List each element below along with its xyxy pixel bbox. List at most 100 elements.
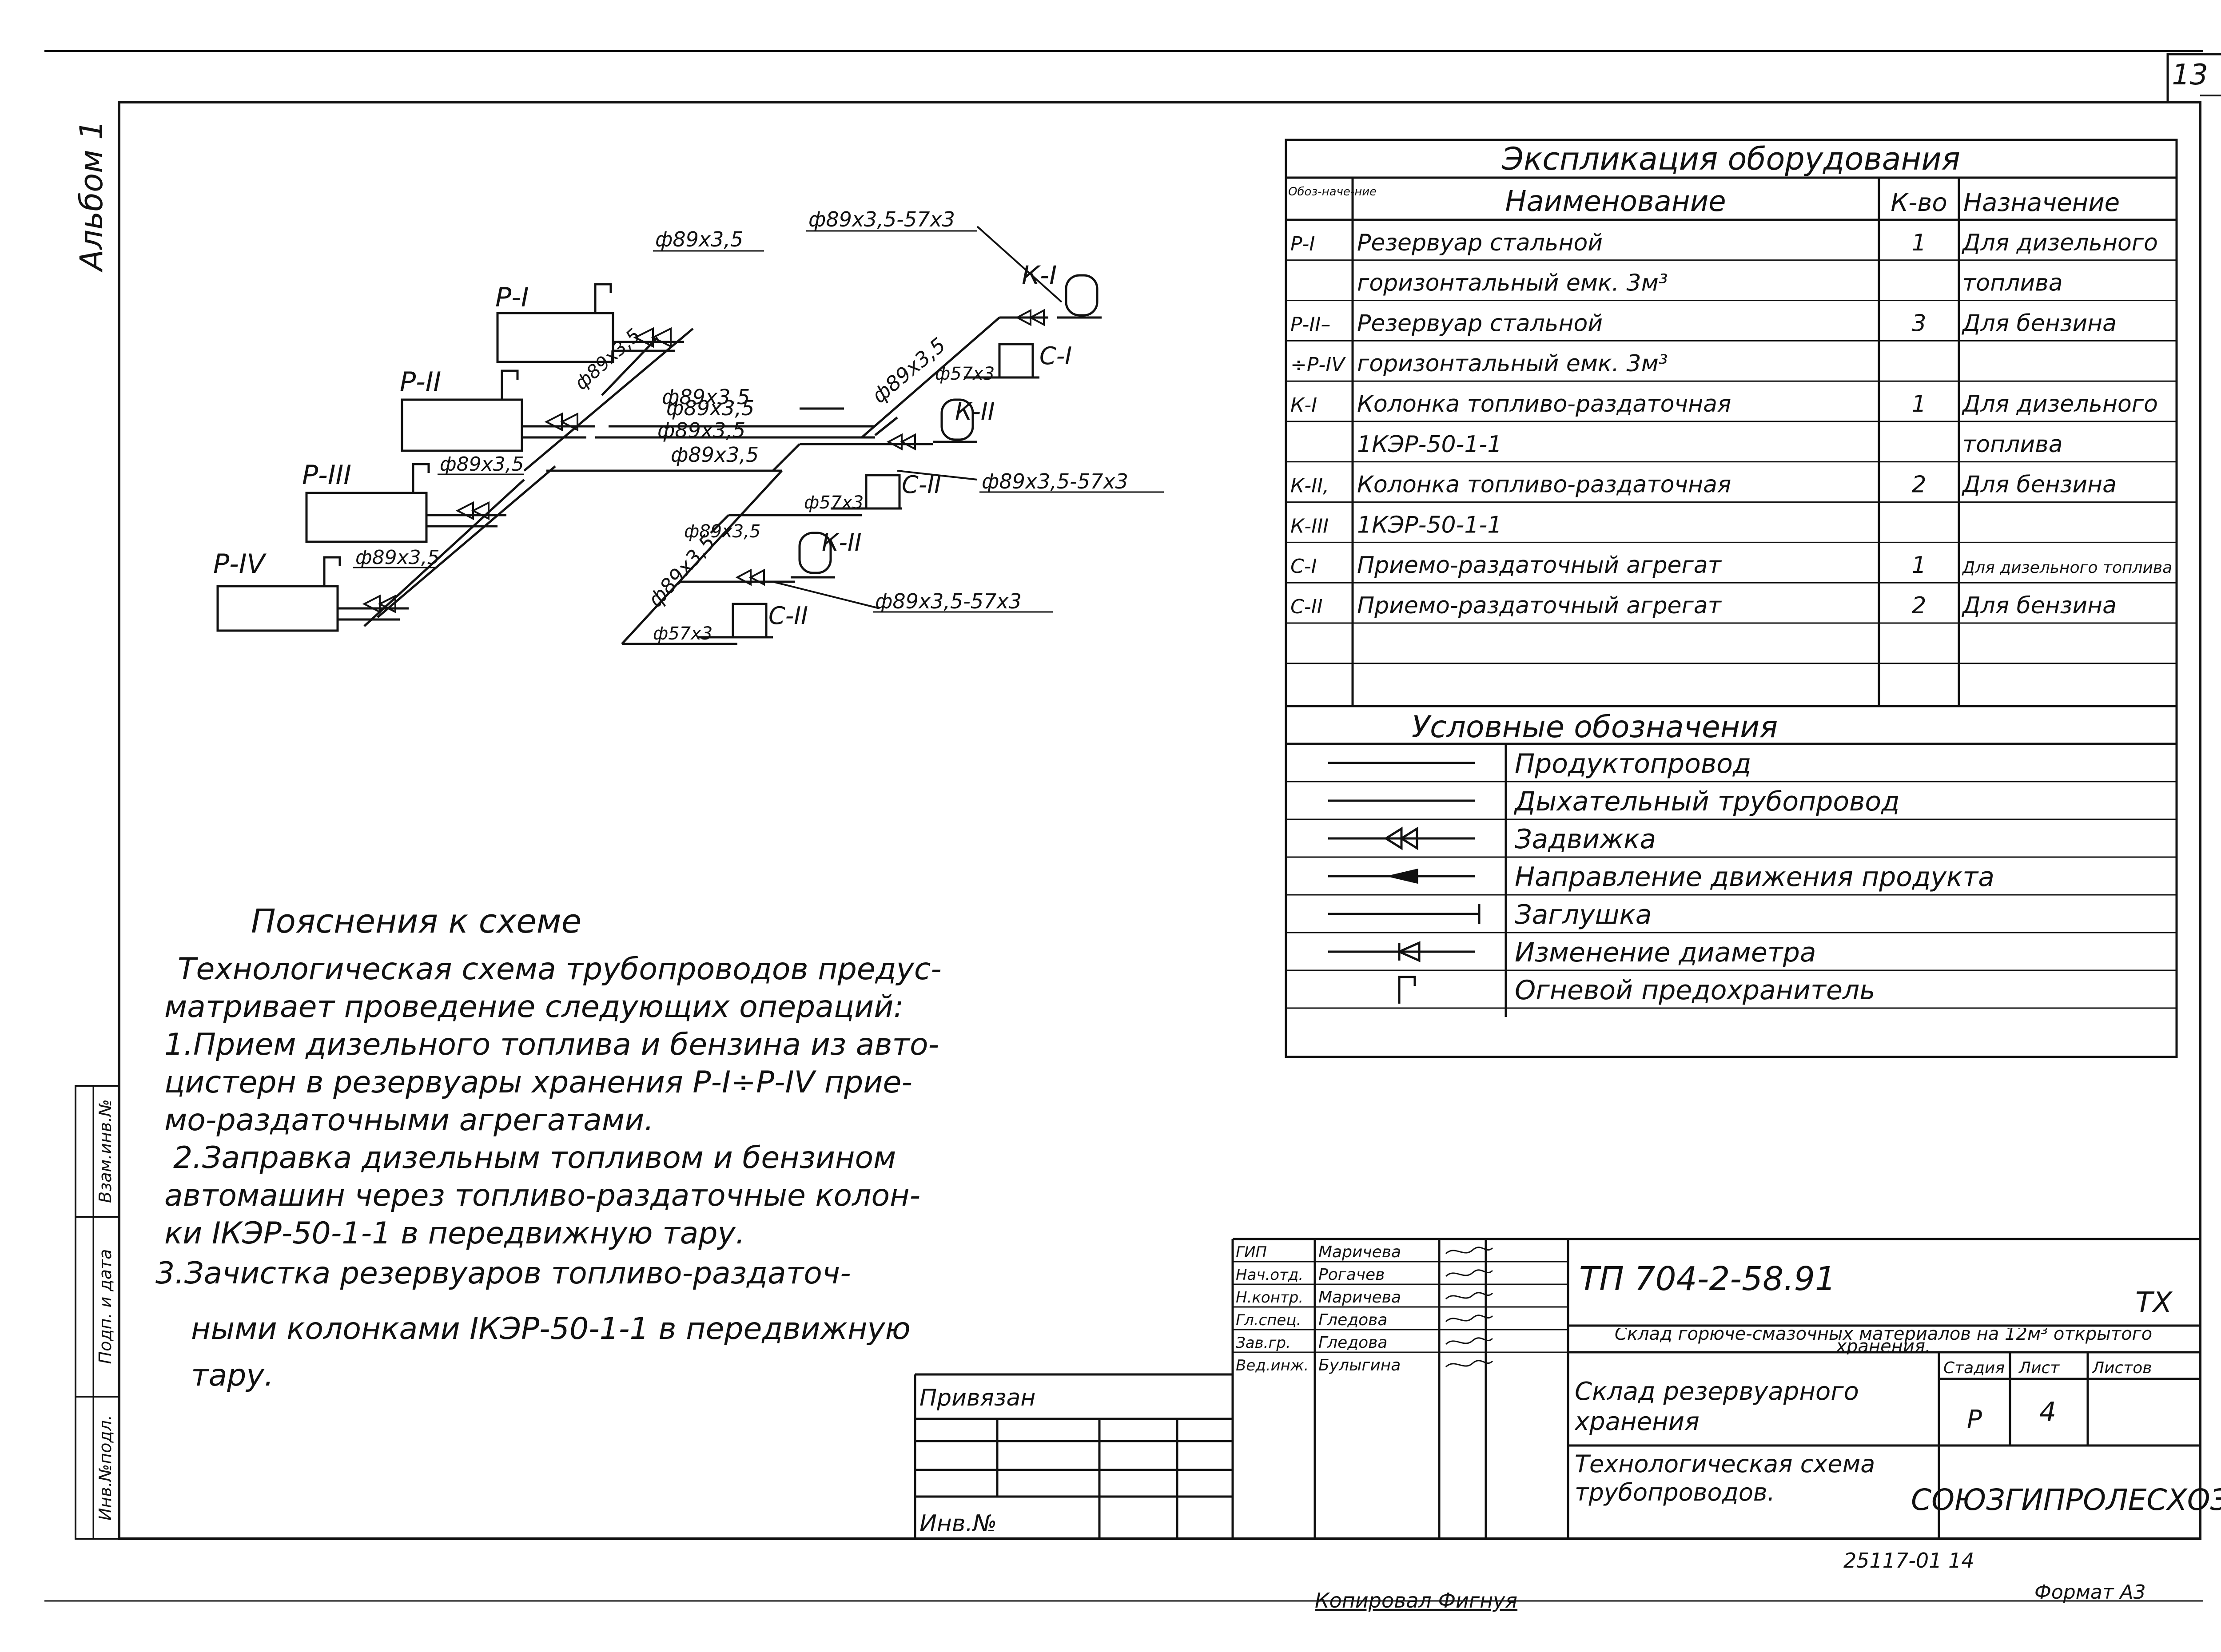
tb-mark: ТХ bbox=[2135, 1287, 2173, 1319]
tb-role: Вед.инж. bbox=[1236, 1357, 1309, 1374]
explication-cell: 2 bbox=[1911, 592, 1926, 619]
dim-d1: ф89х3,5 bbox=[655, 227, 743, 251]
label-p3: Р-III bbox=[302, 460, 351, 491]
tb-role: Н.контр. bbox=[1236, 1289, 1303, 1307]
dim-d17: ф89х3,5 bbox=[684, 521, 760, 542]
legend-symbol-flow-arrow bbox=[1390, 868, 1418, 884]
footer-order: 25117-01 14 bbox=[1843, 1549, 1974, 1573]
dim-d13: ф89х3,5 bbox=[643, 530, 720, 612]
col-header-name: Наименование bbox=[1505, 185, 1726, 218]
explication-cell: К-II, bbox=[1290, 475, 1329, 497]
dim-d6: ф89х3,5 bbox=[671, 443, 759, 467]
legend-item-label: Изменение диаметра bbox=[1515, 937, 1816, 968]
explication-cell: горизонтальный емк. 3м³ bbox=[1357, 350, 1668, 377]
legend-item-label: Огневой предохранитель bbox=[1515, 975, 1875, 1006]
col-header-designation: Обоз-наче-ние bbox=[1288, 185, 1377, 199]
explication-cell: 1КЭР-50-1-1 bbox=[1357, 512, 1502, 538]
signature-icon bbox=[1445, 1247, 1493, 1255]
notes-line-3: 1.Прием дизельного топлива и бензина из … bbox=[164, 1027, 939, 1062]
tank-p4 bbox=[216, 585, 339, 632]
footer-copied: Копировал Фигнуя bbox=[1315, 1588, 1517, 1612]
explication-cell: Приемо-раздаточный агрегат bbox=[1357, 552, 1722, 579]
footer-format: Формат А3 bbox=[2034, 1581, 2146, 1604]
legend-symbol-diameter-change bbox=[1396, 941, 1421, 962]
explication-cell: Резервуар стальной bbox=[1357, 310, 1603, 337]
notes-line-5: мо-раздаточными агрегатами. bbox=[164, 1103, 654, 1138]
label-p1: Р-I bbox=[495, 282, 529, 313]
dim-d11: ф57х3 bbox=[935, 364, 995, 384]
stamp-podp-data: Подп. и дата bbox=[96, 1249, 115, 1364]
explication-cell: Для бензина bbox=[1962, 310, 2117, 337]
explication-cell: Резервуар стальной bbox=[1357, 230, 1603, 256]
tb-privyazan: Привязан bbox=[919, 1385, 1035, 1411]
tb-sheets-h: Листов bbox=[2091, 1359, 2152, 1377]
tb-drawing: Технологическая схема трубопроводов. bbox=[1575, 1450, 1875, 1506]
explication-cell: Р-II– bbox=[1290, 313, 1330, 336]
explication-cell: С-II bbox=[1290, 596, 1323, 618]
notes-line-4: цистерн в резервуары хранения Р-I÷Р-IV п… bbox=[164, 1065, 912, 1100]
dim-d14: ф89х3,5-57х3 bbox=[875, 589, 1022, 613]
tb-stage: Р bbox=[1967, 1405, 1982, 1434]
label-p4: Р-IV bbox=[213, 548, 267, 580]
explication-cell: Колонка топливо-раздаточная bbox=[1357, 472, 1731, 498]
scheme-notes: Пояснения к схеме Технологическая схема … bbox=[155, 902, 942, 1393]
dim-d3: ф89х3,5 bbox=[570, 324, 645, 394]
legend-item-label: Заглушка bbox=[1515, 899, 1652, 930]
signature-icon bbox=[1445, 1360, 1493, 1368]
notes-line-8: ки IКЭР-50-1-1 в передвижную тару. bbox=[164, 1216, 745, 1251]
tb-stage-h: Стадия bbox=[1943, 1359, 2005, 1377]
explication-cell: 3 bbox=[1911, 310, 1926, 337]
signature-icon bbox=[1445, 1314, 1493, 1322]
tb-building: Склад резервуарного хранения bbox=[1575, 1377, 1859, 1436]
dim-d16: ф89х3,5 bbox=[662, 385, 750, 409]
tb-org: СОЮЗГИПРОЛЕСХОЗ bbox=[1911, 1483, 2221, 1517]
explication-cell: 2 bbox=[1911, 472, 1926, 498]
signature-icon bbox=[1445, 1269, 1493, 1277]
legend-symbols bbox=[1328, 762, 1481, 1004]
page-number: 13 bbox=[2172, 59, 2208, 91]
dim-d7: ф89х3,5 bbox=[440, 453, 524, 476]
notes-line-2: матривает проведение следующих операций: bbox=[164, 989, 904, 1025]
tank-p2 bbox=[401, 398, 523, 452]
signature-icon bbox=[1445, 1292, 1493, 1300]
tb-doc-code: ТП 704-2-58.91 bbox=[1579, 1260, 1836, 1298]
col-header-qty: К-во bbox=[1891, 188, 1947, 217]
label-c2: С-II bbox=[902, 471, 941, 499]
notes-line-11: тару. bbox=[191, 1358, 274, 1393]
explication-cell: К-I bbox=[1290, 394, 1317, 417]
legend-item-label: Задвижка bbox=[1515, 824, 1656, 855]
explication-cell: К-III bbox=[1290, 515, 1329, 537]
explication-cell: Для дизельного bbox=[1962, 230, 2158, 256]
explication-cell: горизонтальный емк. 3м³ bbox=[1357, 270, 1668, 297]
notes-line-9: 3.Зачистка резервуаров топливо-раздаточ- bbox=[155, 1256, 851, 1291]
explication-cell: Приемо-раздаточный агрегат bbox=[1357, 592, 1722, 619]
notes-line-1: Технологическая схема трубопроводов пред… bbox=[178, 952, 942, 987]
tb-sheet: 4 bbox=[2039, 1397, 2056, 1428]
label-k2: К-II bbox=[955, 397, 995, 425]
explication-cell: С-I bbox=[1290, 555, 1317, 578]
explication-cell: Для бензина bbox=[1962, 472, 2117, 498]
legend-item-label: Дыхательный трубопровод bbox=[1513, 786, 1900, 817]
tb-role: Нач.отд. bbox=[1236, 1266, 1303, 1284]
explication-cell: Р-I bbox=[1290, 233, 1315, 255]
explication-cell: Для бензина bbox=[1962, 592, 2117, 619]
explication-cell: ÷Р-IV bbox=[1290, 353, 1346, 376]
explication-cell: 1 bbox=[1911, 230, 1926, 256]
explication-cell: 1 bbox=[1911, 552, 1926, 579]
explication-cell: Для дизельного bbox=[1962, 391, 2158, 417]
tank-p3 bbox=[305, 492, 428, 543]
dim-d5: ф89х3,5 bbox=[657, 418, 745, 442]
legend-item-label: Продуктопровод bbox=[1515, 748, 1751, 779]
explication-cell: топлива bbox=[1962, 431, 2063, 458]
dim-d10: ф89х3,5-57х3 bbox=[982, 469, 1128, 493]
dim-d15: ф57х3 bbox=[653, 623, 712, 644]
tb-inv: Инв.№ bbox=[919, 1510, 997, 1537]
notes-line-7: автомашин через топливо-раздаточные коло… bbox=[164, 1178, 920, 1213]
explication-cell: топлива bbox=[1962, 270, 2063, 297]
dim-d8: ф89х3,5 bbox=[355, 546, 440, 569]
label-k3: К-II bbox=[822, 528, 862, 556]
label-c3: С-II bbox=[768, 602, 808, 630]
drawing-frame bbox=[118, 101, 2201, 1540]
tb-name: Гледова bbox=[1318, 1311, 1387, 1329]
